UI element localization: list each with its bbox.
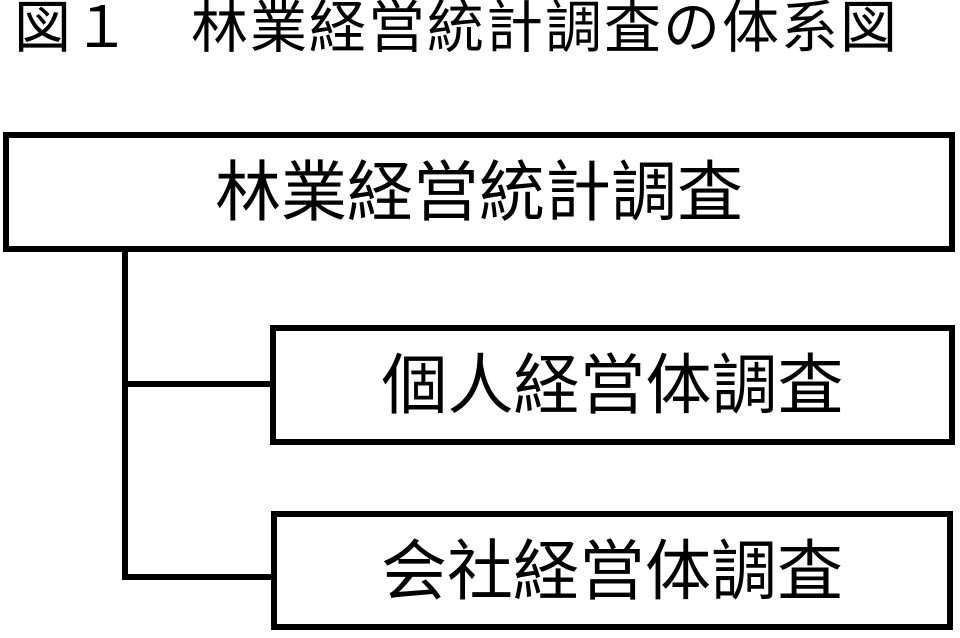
connector-branch-child-1: [122, 381, 270, 387]
diagram-title: 図１ 林業経営統計調査の体系図: [14, 0, 899, 60]
connector-vertical-trunk: [122, 246, 128, 580]
node-child-company: 会社経営体調査: [271, 511, 953, 630]
node-child-individual: 個人経営体調査: [270, 325, 955, 445]
node-child-company-label: 会社経営体調査: [381, 533, 843, 608]
node-child-individual-label: 個人経営体調査: [381, 348, 844, 422]
connector-branch-child-2: [122, 574, 271, 580]
node-root: 林業経営統計調査: [3, 132, 955, 252]
node-root-label: 林業経営統計調査: [215, 155, 743, 229]
